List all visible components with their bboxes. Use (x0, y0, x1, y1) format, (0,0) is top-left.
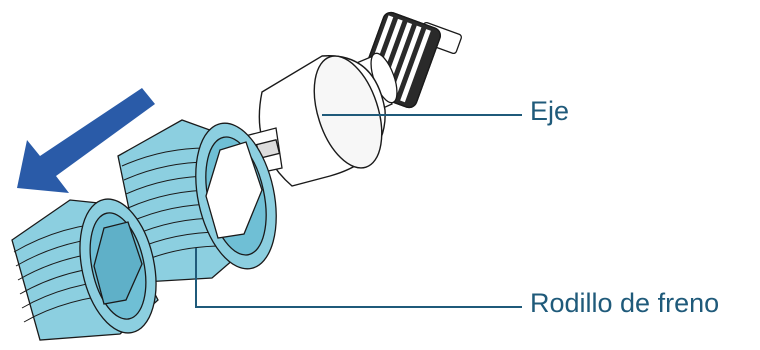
label-eje: Eje (530, 98, 569, 125)
label-rodillo-de-freno: Rodillo de freno (530, 290, 719, 317)
